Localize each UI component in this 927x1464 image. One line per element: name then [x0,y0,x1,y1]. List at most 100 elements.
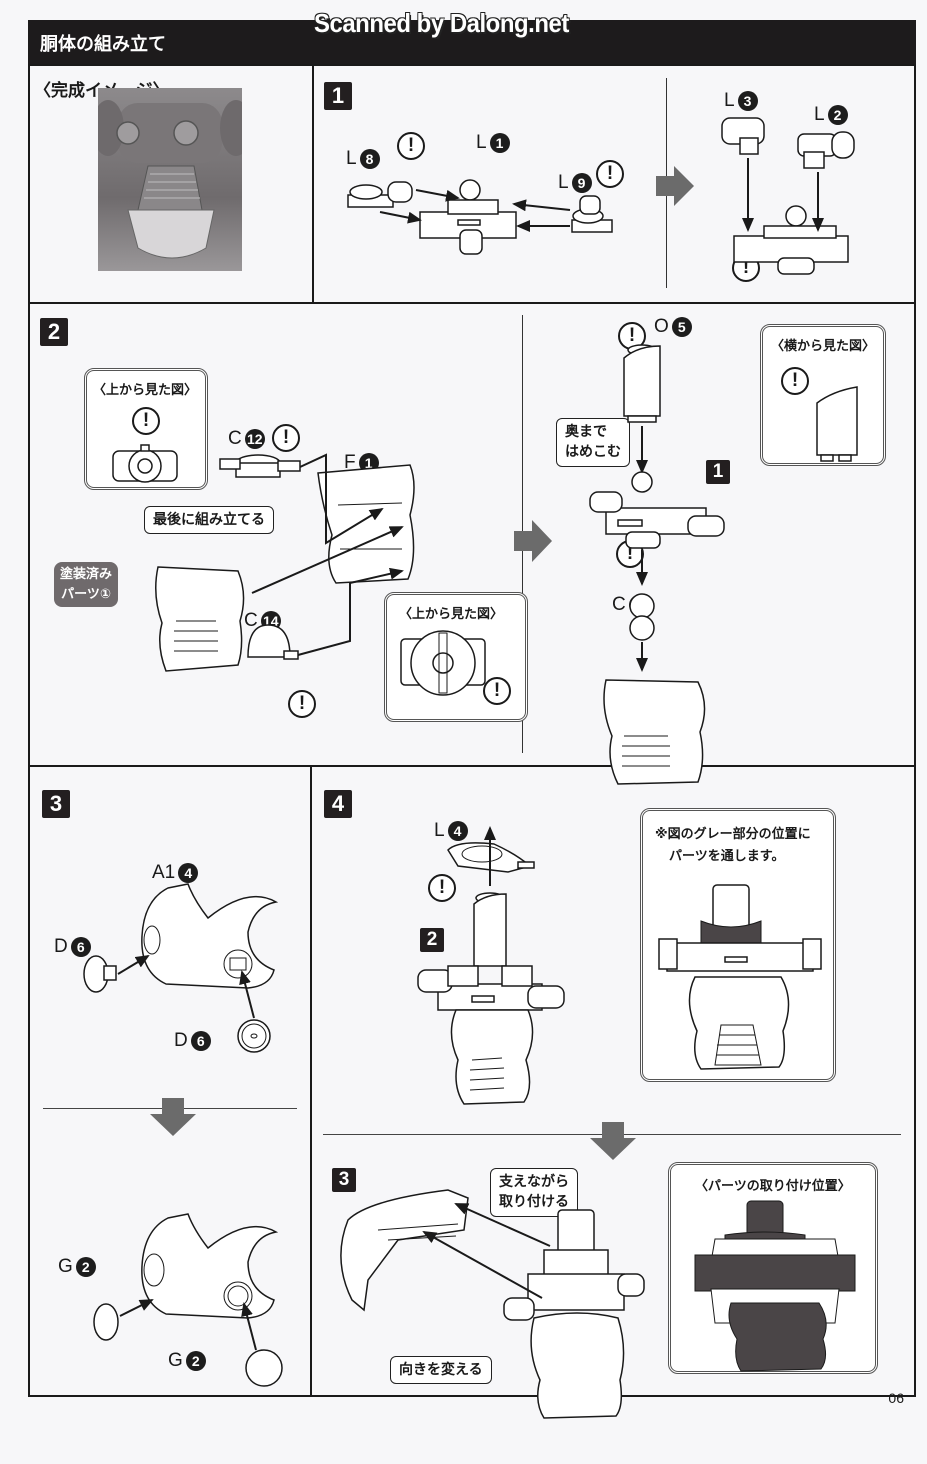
sub-step-1-ref: 1 [706,460,730,484]
finished-torso-illustration [98,100,242,259]
step-2-left-diagram [155,453,415,672]
callout-line1: 奥まで [565,424,607,440]
part-c12-shape [219,454,301,478]
part-letter: F [344,452,356,473]
step-3-top-diagram [83,883,279,1053]
part-l8-shape [347,181,413,208]
row-divider-2 [28,765,916,767]
part-d6-disc-shape [237,1019,271,1053]
part-letter: L [724,90,735,111]
part-number: 3 [737,91,758,111]
down-arrow-icon [150,1098,196,1136]
callout-assemble-last: 最後に組み立てる [144,506,274,535]
warning-icon: ! [781,367,809,395]
step-4-assembly-diagram [417,826,565,1105]
part-3-back-shape [340,1189,469,1312]
part-f1-shape [317,464,415,584]
step-1-badge: 1 [324,82,352,110]
callout-change-direction: 向きを変える [390,1356,492,1385]
callout-line2: はめこむ [565,444,621,461]
part-g2-disc-right [245,1349,283,1387]
step-2-badge: 2 [40,318,68,346]
step-2-right-diagram [589,344,725,785]
attach-position-label: 〈パーツの取り付け位置〉 [695,1179,851,1194]
warning-icon: ! [132,407,160,435]
part-number: 9 [571,173,592,193]
part-painted-armor-shape [603,679,706,785]
part-c14-shape [247,624,299,660]
callout-insert-fully: 奥まで はめこむ [556,418,630,467]
section-header: 胴体の組み立て [28,20,916,66]
c12-top-view-diagram [112,444,178,483]
warning-icon: ! [428,874,456,902]
warning-icon: ! [272,424,300,452]
warning-icon: ! [288,690,316,718]
callout-attach-while-supporting: 支えながら 取り付ける [490,1168,578,1217]
step-3-bottom-diagram [93,1213,283,1387]
part-number: 4 [178,863,199,883]
part-letter: C [228,428,242,449]
part-letter: L [476,132,487,153]
top-view-label: 〈上から見た図〉 [399,607,504,622]
part-o5-shape [473,892,507,967]
part-l9-shape [571,195,613,233]
o5-side-view-diagram [816,386,858,462]
attach-position-diagram [694,1200,856,1372]
row-divider-1 [28,302,916,304]
part-c8-shape [629,593,655,641]
part-o5-shape [623,344,661,423]
part-number: 8 [359,149,380,169]
instruction-page: 胴体の組み立て 〈完成イメージ〉 1 L8 ! L1 L9 ! [28,20,916,1420]
part-l3-shape [721,117,765,155]
part-letter: L [346,148,357,169]
part-l2-shape [797,131,855,169]
part-painted-armor-shape [155,566,245,672]
part-number: 4 [447,821,468,841]
step-4-bottom-diagram [340,1189,645,1419]
down-arrow-icon [590,1122,636,1160]
step-1-assembly-diagram [347,179,613,255]
c14-top-view-diagram [400,630,486,696]
step-3-badge: 3 [42,790,70,818]
warning-icon: ! [596,160,624,188]
part-letter: D [54,936,68,957]
part-g2-disc-left [93,1303,119,1341]
part-d6-peg-shape [83,955,117,993]
part-number: 2 [185,1351,206,1371]
next-arrow-icon [514,520,552,562]
part-letter: O [654,316,669,337]
part-letter: L [434,820,445,841]
gray-area-diagram [658,884,822,1070]
gray-area-note: ※図のグレー部分の位置に パーツを通します。 [640,808,836,1082]
part-a1-4-shape [141,1213,279,1319]
part-number: 12 [244,429,265,449]
assembled-torso-shape [503,1209,645,1419]
part-l1-shape [419,179,517,255]
part-letter: L [558,172,569,193]
top-view-note-1: 〈上から見た図〉 ! [84,368,208,490]
side-view-label: 〈横から見た図〉 [771,339,876,354]
part-number: 5 [671,317,692,337]
part-a1-4-shape [141,883,279,989]
callout-line2: 取り付ける [499,1194,569,1211]
part-letter: L [814,104,825,125]
col-divider-top [312,66,314,302]
next-arrow-icon [656,166,694,206]
warning-icon: ! [397,132,425,160]
top-view-note-2: 〈上から見た図〉 ! [384,592,528,722]
part-letter: G [168,1350,183,1371]
part-letter: A1 [152,862,176,883]
sub-assembly-1-shape [589,471,725,549]
step-1-result-diagram [721,117,855,275]
section-title: 胴体の組み立て [40,34,166,55]
